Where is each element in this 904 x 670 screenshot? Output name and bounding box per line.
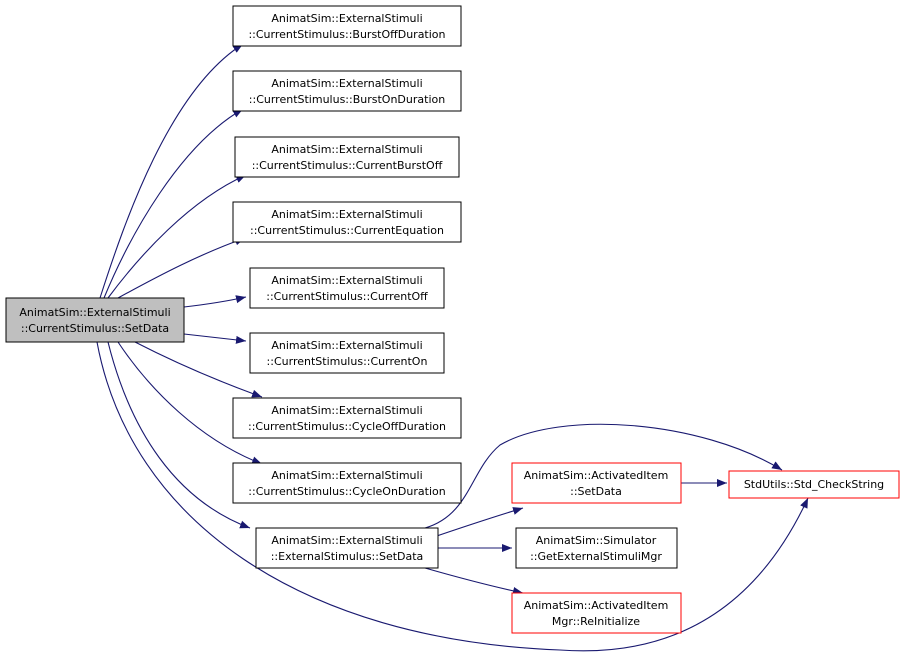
node-activated-item-mgr-reinit-label-1: AnimatSim::ActivatedItem — [524, 599, 669, 612]
node-burst-on-duration-label-1: AnimatSim::ExternalStimuli — [271, 77, 422, 90]
node-activated-item-mgr-reinit-label-2: Mgr::ReInitialize — [552, 615, 640, 628]
edge-root-to-burst-off-duration — [99, 43, 244, 299]
node-external-stimulus-set-data-label-1: AnimatSim::ExternalStimuli — [271, 534, 422, 547]
node-cycle-off-duration-label-2: ::CurrentStimulus::CycleOffDuration — [248, 420, 446, 433]
node-cycle-on-duration-label-1: AnimatSim::ExternalStimuli — [271, 469, 422, 482]
edge-root-to-cycle-on-duration — [117, 341, 263, 465]
node-activated-item-mgr-reinit[interactable]: AnimatSim::ActivatedItem Mgr::ReInitiali… — [511, 592, 682, 634]
node-root-label-1: AnimatSim::ExternalStimuli — [19, 306, 170, 319]
node-simulator-get-mgr-label-2: ::GetExternalStimuliMgr — [530, 550, 662, 563]
edge-ext-set-data-to-activated-item-mgr-reinit — [424, 567, 524, 595]
node-current-on[interactable]: AnimatSim::ExternalStimuli ::CurrentStim… — [249, 332, 445, 374]
node-root-label-2: ::CurrentStimulus::SetData — [21, 322, 169, 335]
node-current-burst-off-label-2: ::CurrentStimulus::CurrentBurstOff — [252, 159, 443, 172]
node-std-check-string[interactable]: StdUtils::Std_CheckString — [728, 470, 900, 499]
node-burst-on-duration-label-2: ::CurrentStimulus::BurstOnDuration — [249, 93, 445, 106]
node-cycle-off-duration-label-1: AnimatSim::ExternalStimuli — [271, 404, 422, 417]
node-burst-off-duration-label-2: ::CurrentStimulus::BurstOffDuration — [248, 28, 445, 41]
edge-root-to-current-off — [183, 295, 247, 308]
edge-root-to-std-check-string — [96, 341, 809, 652]
node-activated-item-set-data-label-2: ::SetData — [570, 485, 622, 498]
node-root[interactable]: AnimatSim::ExternalStimuli ::CurrentStim… — [5, 297, 185, 343]
edge-root-to-current-burst-off — [107, 174, 247, 299]
node-current-off-label-1: AnimatSim::ExternalStimuli — [271, 274, 422, 287]
node-external-stimulus-set-data-label-2: ::ExternalStimulus::SetData — [271, 550, 424, 563]
node-burst-off-duration[interactable]: AnimatSim::ExternalStimuli ::CurrentStim… — [232, 5, 462, 47]
node-current-on-label-1: AnimatSim::ExternalStimuli — [271, 339, 422, 352]
node-current-off-label-2: ::CurrentStimulus::CurrentOff — [266, 290, 428, 303]
node-simulator-get-mgr[interactable]: AnimatSim::Simulator ::GetExternalStimul… — [515, 527, 678, 569]
node-external-stimulus-set-data[interactable]: AnimatSim::ExternalStimuli ::ExternalSti… — [255, 527, 439, 569]
node-current-equation-label-1: AnimatSim::ExternalStimuli — [271, 208, 422, 221]
edge-root-to-burst-on-duration — [103, 108, 244, 299]
node-current-on-label-2: ::CurrentStimulus::CurrentOn — [267, 355, 428, 368]
node-activated-item-set-data[interactable]: AnimatSim::ActivatedItem ::SetData — [511, 462, 682, 504]
node-current-burst-off-label-1: AnimatSim::ExternalStimuli — [271, 143, 422, 156]
node-cycle-on-duration[interactable]: AnimatSim::ExternalStimuli ::CurrentStim… — [232, 462, 462, 504]
node-cycle-on-duration-label-2: ::CurrentStimulus::CycleOnDuration — [248, 485, 445, 498]
node-cycle-off-duration[interactable]: AnimatSim::ExternalStimuli ::CurrentStim… — [232, 397, 462, 439]
node-burst-off-duration-label-1: AnimatSim::ExternalStimuli — [271, 12, 422, 25]
edge-root-to-current-on — [183, 333, 247, 344]
node-current-off[interactable]: AnimatSim::ExternalStimuli ::CurrentStim… — [249, 267, 445, 309]
node-simulator-get-mgr-label-1: AnimatSim::Simulator — [536, 534, 657, 547]
node-current-equation[interactable]: AnimatSim::ExternalStimuli ::CurrentStim… — [232, 201, 462, 243]
node-std-check-string-label: StdUtils::Std_CheckString — [744, 478, 884, 491]
node-current-equation-label-2: ::CurrentStimulus::CurrentEquation — [250, 224, 444, 237]
node-current-burst-off[interactable]: AnimatSim::ExternalStimuli ::CurrentStim… — [234, 136, 460, 178]
edge-root-to-external-stimulus-set-data — [107, 341, 251, 529]
edge-root-to-cycle-off-duration — [134, 341, 263, 398]
edge-root-to-current-equation — [117, 237, 246, 299]
edges — [96, 43, 809, 652]
edge-ext-set-data-to-activated-item-set-data — [424, 507, 524, 541]
node-activated-item-set-data-label-1: AnimatSim::ActivatedItem — [524, 469, 669, 482]
node-burst-on-duration[interactable]: AnimatSim::ExternalStimuli ::CurrentStim… — [232, 70, 462, 112]
